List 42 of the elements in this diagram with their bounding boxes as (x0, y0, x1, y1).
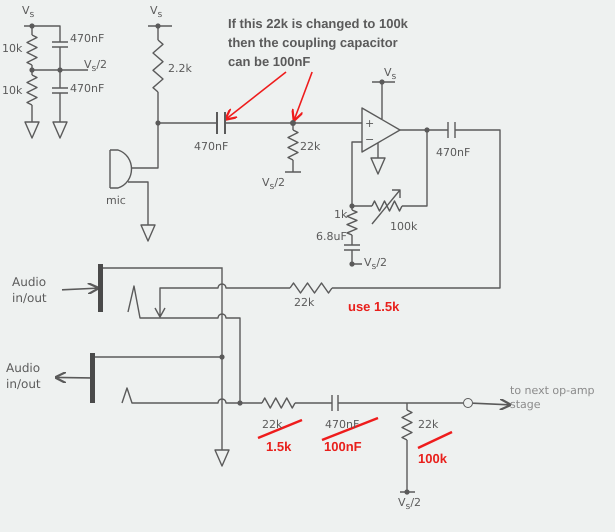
component-label: 6.8uF (316, 230, 347, 243)
jack-label: Audio in/out (12, 274, 62, 308)
component-label: 470nF (436, 146, 470, 159)
component-label: 470nF (70, 32, 104, 45)
component-label: 22k (294, 296, 314, 309)
component-label: 10k (2, 42, 22, 55)
component-label: 10k (2, 84, 22, 97)
correction-label: use 1.5k (348, 300, 400, 313)
component-label: mic (106, 194, 126, 207)
component-label: 470nF (194, 140, 228, 153)
destination-label: to next op-amp stage (510, 384, 610, 430)
component-label: 1k (334, 208, 348, 221)
component-label: V$_{s}$/2 (398, 496, 422, 514)
component-label: 22k (262, 418, 282, 431)
correction-label: 1.5k (266, 440, 292, 453)
component-label: 2.2k (168, 62, 192, 75)
component-label: V$_{s}$/2 (84, 58, 108, 76)
arrow (54, 370, 90, 384)
pin-label: + (365, 117, 374, 130)
component-label: 22k (300, 140, 320, 153)
component-label: 470nF (325, 418, 360, 431)
audio-jack-symbol (98, 264, 103, 312)
jack-label: Audio in/out (6, 360, 56, 394)
correction-label: 100nF (324, 440, 362, 453)
capacitor-symbol (216, 112, 226, 134)
pin-label: − (365, 133, 374, 146)
annotation-arrow (224, 71, 287, 121)
component-label: V$_{s}$/2 (364, 256, 388, 274)
component-label: V$_{s}$ (384, 66, 396, 84)
component-label: 470nF (70, 82, 104, 95)
component-label: V$_{s}$/2 (262, 176, 286, 194)
correction-label: 100k (418, 452, 447, 465)
arrow (472, 398, 512, 412)
annotation-arrow (291, 72, 313, 122)
component-label: V$_{s}$ (22, 4, 34, 22)
audio-jack-symbol (90, 353, 95, 403)
component-label: 22k (418, 418, 438, 431)
arrow (62, 282, 100, 296)
component-label: 100k (390, 220, 418, 233)
junction-dot (290, 120, 296, 126)
component-label: V$_{s}$ (150, 4, 162, 22)
terminal-circle (463, 398, 473, 408)
